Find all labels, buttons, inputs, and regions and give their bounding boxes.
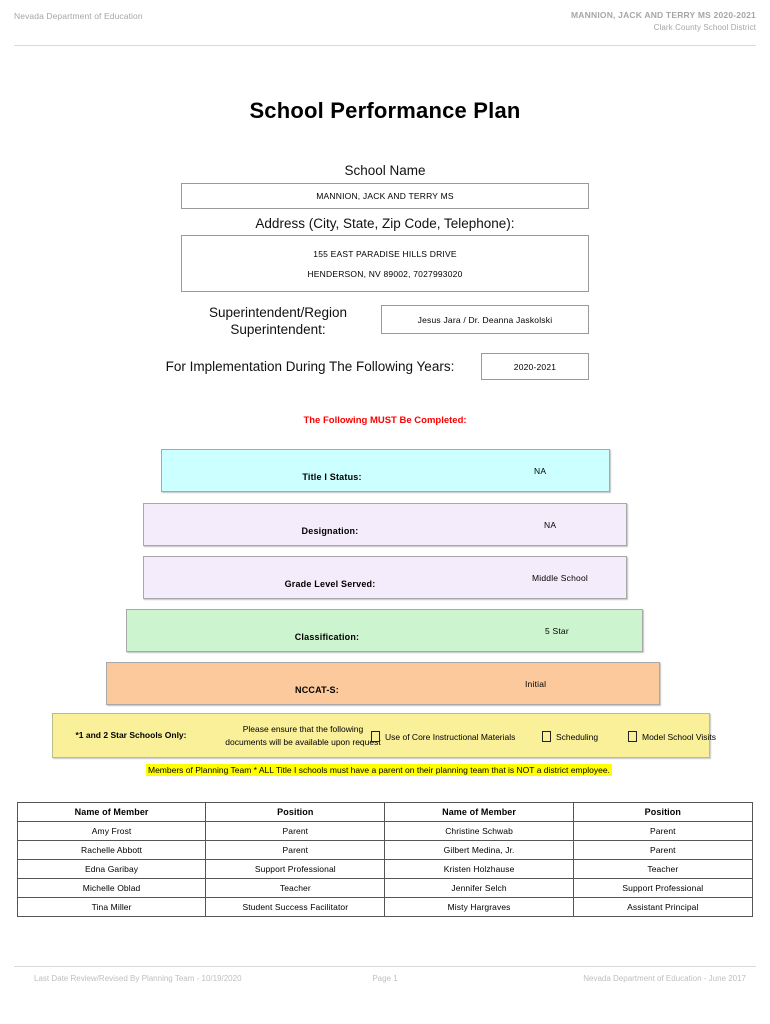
- checkbox-icon[interactable]: [542, 731, 551, 742]
- member-position[interactable]: Support Professional: [572, 878, 754, 898]
- checkbox-icon[interactable]: [371, 731, 380, 742]
- member-position[interactable]: Teacher: [205, 878, 386, 898]
- star-schools-title: *1 and 2 Star Schools Only:: [75, 730, 187, 740]
- implementation-years-value: 2020-2021: [513, 361, 557, 372]
- status-bar-grade-level-served[interactable]: Grade Level Served: Middle School: [143, 556, 627, 599]
- table-row: Michelle Oblad Teacher Jennifer Selch Su…: [16, 878, 754, 898]
- table-row: Edna Garibay Support Professional Kriste…: [16, 859, 754, 879]
- member-position[interactable]: Parent: [572, 821, 754, 841]
- status-bar-value: 5 Star: [545, 626, 569, 636]
- header-district: Clark County School District: [653, 23, 756, 32]
- page-title: School Performance Plan: [249, 98, 521, 123]
- member-name[interactable]: Gilbert Medina, Jr.: [384, 840, 574, 860]
- member-position[interactable]: Parent: [205, 840, 386, 860]
- checkbox-label: Use of Core Instructional Materials: [385, 731, 516, 742]
- table-row: Amy Frost Parent Christine Schwab Parent: [16, 821, 754, 841]
- header-agency-name: Nevada Department of Education: [14, 11, 143, 21]
- checkbox-label: Scheduling: [556, 731, 599, 742]
- school-name-value: MANNION, JACK AND TERRY MS: [316, 191, 454, 201]
- status-bar-label: NCCAT-S:: [295, 685, 339, 695]
- column-header-position-1: Position: [205, 802, 386, 822]
- member-position[interactable]: Teacher: [572, 859, 754, 879]
- address-line-1: 155 EAST PARADISE HILLS DRIVE: [313, 248, 457, 259]
- status-bar-label: Designation:: [301, 526, 359, 536]
- table-row: Tina Miller Student Success Facilitator …: [16, 897, 754, 917]
- superintendent-value: Jesus Jara / Dr. Deanna Jaskolski: [417, 314, 553, 325]
- status-bar-label: Grade Level Served:: [284, 579, 376, 589]
- member-position[interactable]: Assistant Principal: [572, 897, 754, 917]
- must-complete-notice: The Following MUST Be Completed:: [303, 415, 467, 426]
- header-school-block: MANNION, JACK AND TERRY MS 2020-2021 Cla…: [571, 10, 756, 32]
- status-bar-title-i-status[interactable]: Title I Status: NA: [161, 449, 610, 492]
- star-schools-strip: *1 and 2 Star Schools Only: Please ensur…: [52, 713, 716, 758]
- address-label: Address (City, State, Zip Code, Telephon…: [255, 216, 515, 231]
- member-name[interactable]: Amy Frost: [16, 821, 207, 841]
- column-header-name-of-member-2: Name of Member: [384, 802, 574, 822]
- member-name[interactable]: Jennifer Selch: [384, 878, 574, 898]
- checkbox-scheduling[interactable]: Scheduling: [542, 731, 598, 742]
- table-header-row: Name of Member Position Name of Member P…: [16, 802, 754, 822]
- status-bar-label: Title I Status:: [302, 472, 362, 482]
- checkbox-use-of-core-instructional-materials[interactable]: Use of Core Instructional Materials: [371, 731, 515, 742]
- implementation-years-field[interactable]: 2020-2021: [481, 353, 589, 380]
- address-field[interactable]: 155 EAST PARADISE HILLS DRIVE HENDERSON,…: [181, 235, 589, 292]
- superintendent-label: Superintendent/Region Superintendent:: [208, 305, 348, 337]
- status-bar-classification[interactable]: Classification: 5 Star: [126, 609, 643, 652]
- member-name[interactable]: Rachelle Abbott: [16, 840, 207, 860]
- school-name-field[interactable]: MANNION, JACK AND TERRY MS: [181, 183, 589, 209]
- member-name[interactable]: Michelle Oblad: [16, 878, 207, 898]
- status-bar-value: Initial: [525, 679, 547, 689]
- star-schools-note-line-2: documents will be available upon request: [225, 737, 381, 748]
- status-bar-value: NA: [534, 466, 547, 476]
- member-position[interactable]: Parent: [572, 840, 754, 860]
- member-position[interactable]: Student Success Facilitator: [205, 897, 386, 917]
- table-row: Rachelle Abbott Parent Gilbert Medina, J…: [16, 840, 754, 860]
- member-position[interactable]: Support Professional: [205, 859, 386, 879]
- checkbox-icon[interactable]: [628, 731, 637, 742]
- member-name[interactable]: Misty Hargraves: [384, 897, 574, 917]
- status-bar-value: NA: [544, 520, 557, 530]
- status-bar-value: Middle School: [532, 573, 588, 583]
- member-position[interactable]: Parent: [205, 821, 386, 841]
- star-schools-note-line-1: Please ensure that the following: [242, 724, 364, 734]
- footer-page-number: Page 1: [372, 974, 398, 983]
- column-header-position-2: Position: [572, 802, 754, 822]
- footer-source: Nevada Department of Education - June 20…: [583, 974, 746, 983]
- planning-team-note: Members of Planning Team * ALL Title I s…: [146, 764, 612, 776]
- header-school-year: MANNION, JACK AND TERRY MS 2020-2021: [571, 10, 756, 20]
- checkbox-label: Model School Visits: [642, 731, 717, 742]
- status-bar-label: Classification:: [294, 632, 360, 642]
- member-name[interactable]: Kristen Holzhause: [384, 859, 574, 879]
- member-name[interactable]: Edna Garibay: [16, 859, 207, 879]
- column-header-name-of-member-1: Name of Member: [16, 802, 207, 822]
- footer-review-date: Last Date Review/Revised By Planning Tea…: [34, 974, 242, 983]
- member-name[interactable]: Christine Schwab: [384, 821, 574, 841]
- address-line-2: HENDERSON, NV 89002, 7027993020: [307, 268, 463, 279]
- checkbox-model-school-visits[interactable]: Model School Visits: [628, 731, 716, 742]
- page-header: Nevada Department of Education MANNION, …: [0, 0, 770, 46]
- member-name[interactable]: Tina Miller: [16, 897, 207, 917]
- school-name-label: School Name: [344, 163, 426, 178]
- status-bar-nccat-s[interactable]: NCCAT-S: Initial: [106, 662, 660, 705]
- footer-divider: [14, 966, 756, 967]
- header-divider: [14, 45, 756, 46]
- implementation-years-label: For Implementation During The Following …: [165, 359, 455, 374]
- superintendent-field[interactable]: Jesus Jara / Dr. Deanna Jaskolski: [381, 305, 589, 334]
- status-bar-designation[interactable]: Designation: NA: [143, 503, 627, 546]
- planning-team-members-table: Name of Member Position Name of Member P…: [16, 802, 754, 917]
- star-schools-note: Please ensure that the following documen…: [203, 723, 403, 749]
